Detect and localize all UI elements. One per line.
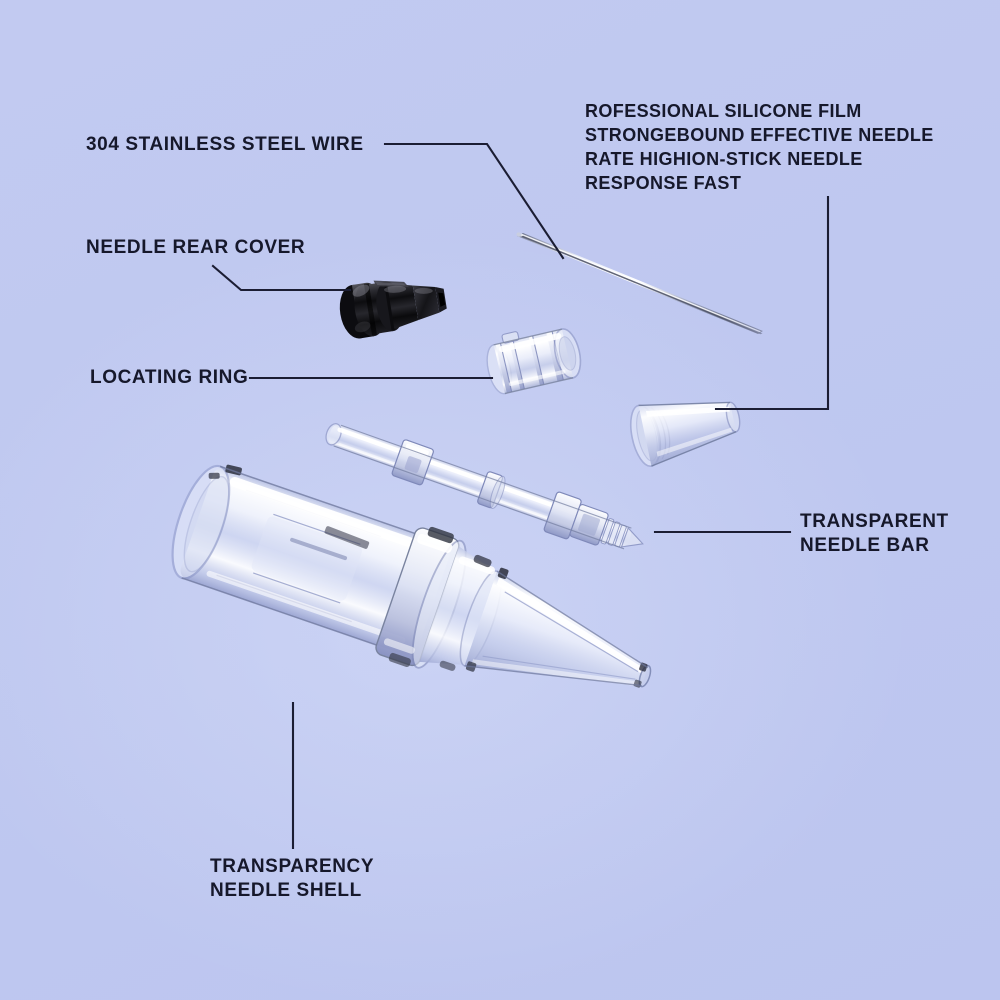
label-professional-silicone-film: ROFESSIONAL SILICONE FILM STRONGEBOUND E…: [585, 101, 934, 193]
part-locating-ring: [478, 316, 600, 402]
part-304-stainless-steel-wire: [505, 230, 775, 340]
label-needle-rear-cover: NEEDLE REAR COVER: [86, 237, 306, 258]
part-silicone-film-cone: [622, 382, 760, 470]
label-locating-ring: LOCATING RING: [90, 367, 249, 388]
part-transparent-needle-bar: [305, 405, 700, 585]
label-transparent-needle-bar: TRANSPARENT NEEDLE BAR: [800, 511, 949, 557]
part-needle-rear-cover: [333, 255, 463, 347]
label-304-stainless-steel-wire: 304 STAINLESS STEEL WIRE: [86, 134, 364, 155]
label-transparency-needle-shell: TRANSPARENCY NEEDLE SHELL: [210, 856, 375, 902]
part-transparency-needle-shell: [150, 464, 690, 758]
